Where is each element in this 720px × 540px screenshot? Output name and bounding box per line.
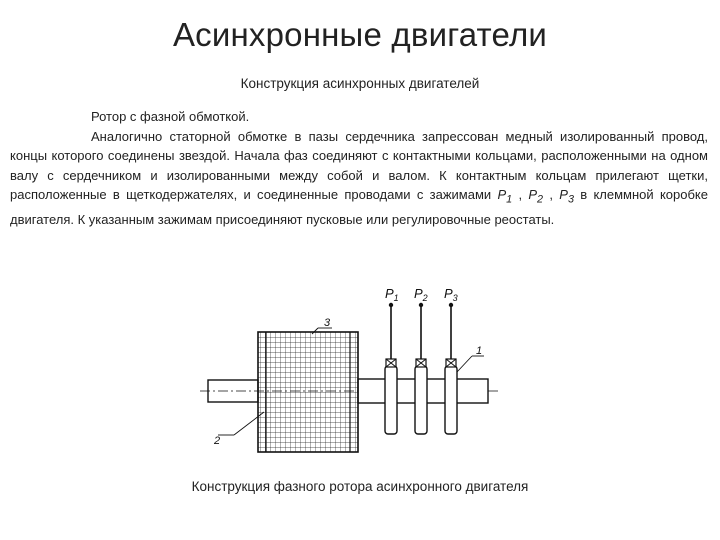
terminal-dot-1 <box>388 302 394 308</box>
figure-caption: Конструкция фазного ротора асинхронного … <box>191 479 529 494</box>
brush-2-hatch <box>415 358 427 368</box>
rotor-core <box>257 331 359 453</box>
lead-line: Ротор с фазной обмоткой. <box>91 109 250 124</box>
paragraph-text-2: в клеммной коробке двигателя. К указанны… <box>10 187 708 228</box>
terminal-dot-3 <box>448 302 454 308</box>
callout-1-label: 1 <box>476 345 482 357</box>
brush-1-hatch <box>385 358 397 368</box>
terminal-dot-2 <box>418 302 424 308</box>
description-paragraph: Аналогично статорной обмотке в пазы серд… <box>10 128 708 228</box>
slide-subtitle: Конструкция асинхронных двигателей <box>240 76 480 91</box>
brush-3-hatch <box>445 358 457 368</box>
body-text: Ротор с фазной обмоткой. Аналогично стат… <box>10 107 708 230</box>
callout-3-leader <box>311 327 319 335</box>
terminal-p3: Р3 <box>559 187 574 206</box>
terminal-label-p2: P2 <box>414 286 428 303</box>
terminal-p1: Р1 <box>497 187 513 206</box>
callout-3-label: 3 <box>324 317 331 329</box>
callout-2-label: 2 <box>213 435 220 447</box>
terminal-label-p1: P1 <box>385 286 399 303</box>
rotor-diagram-svg: P1 P2 P3 3 2 1 <box>200 286 498 453</box>
callout-1-leader <box>456 355 473 373</box>
terminal-label-p3: P3 <box>444 286 458 303</box>
slip-ring-3 <box>444 365 458 435</box>
slip-ring-2 <box>414 365 428 435</box>
slip-ring-1 <box>384 365 398 435</box>
rotor-diagram: P1 P2 P3 3 2 1 <box>200 282 500 467</box>
paragraph-text-1: Аналогично статорной обмотке в пазы серд… <box>10 128 708 203</box>
terminal-p2: Р2 <box>528 187 544 206</box>
callout-2-leader <box>233 411 265 436</box>
slide-title: Асинхронные двигатели <box>172 16 548 53</box>
